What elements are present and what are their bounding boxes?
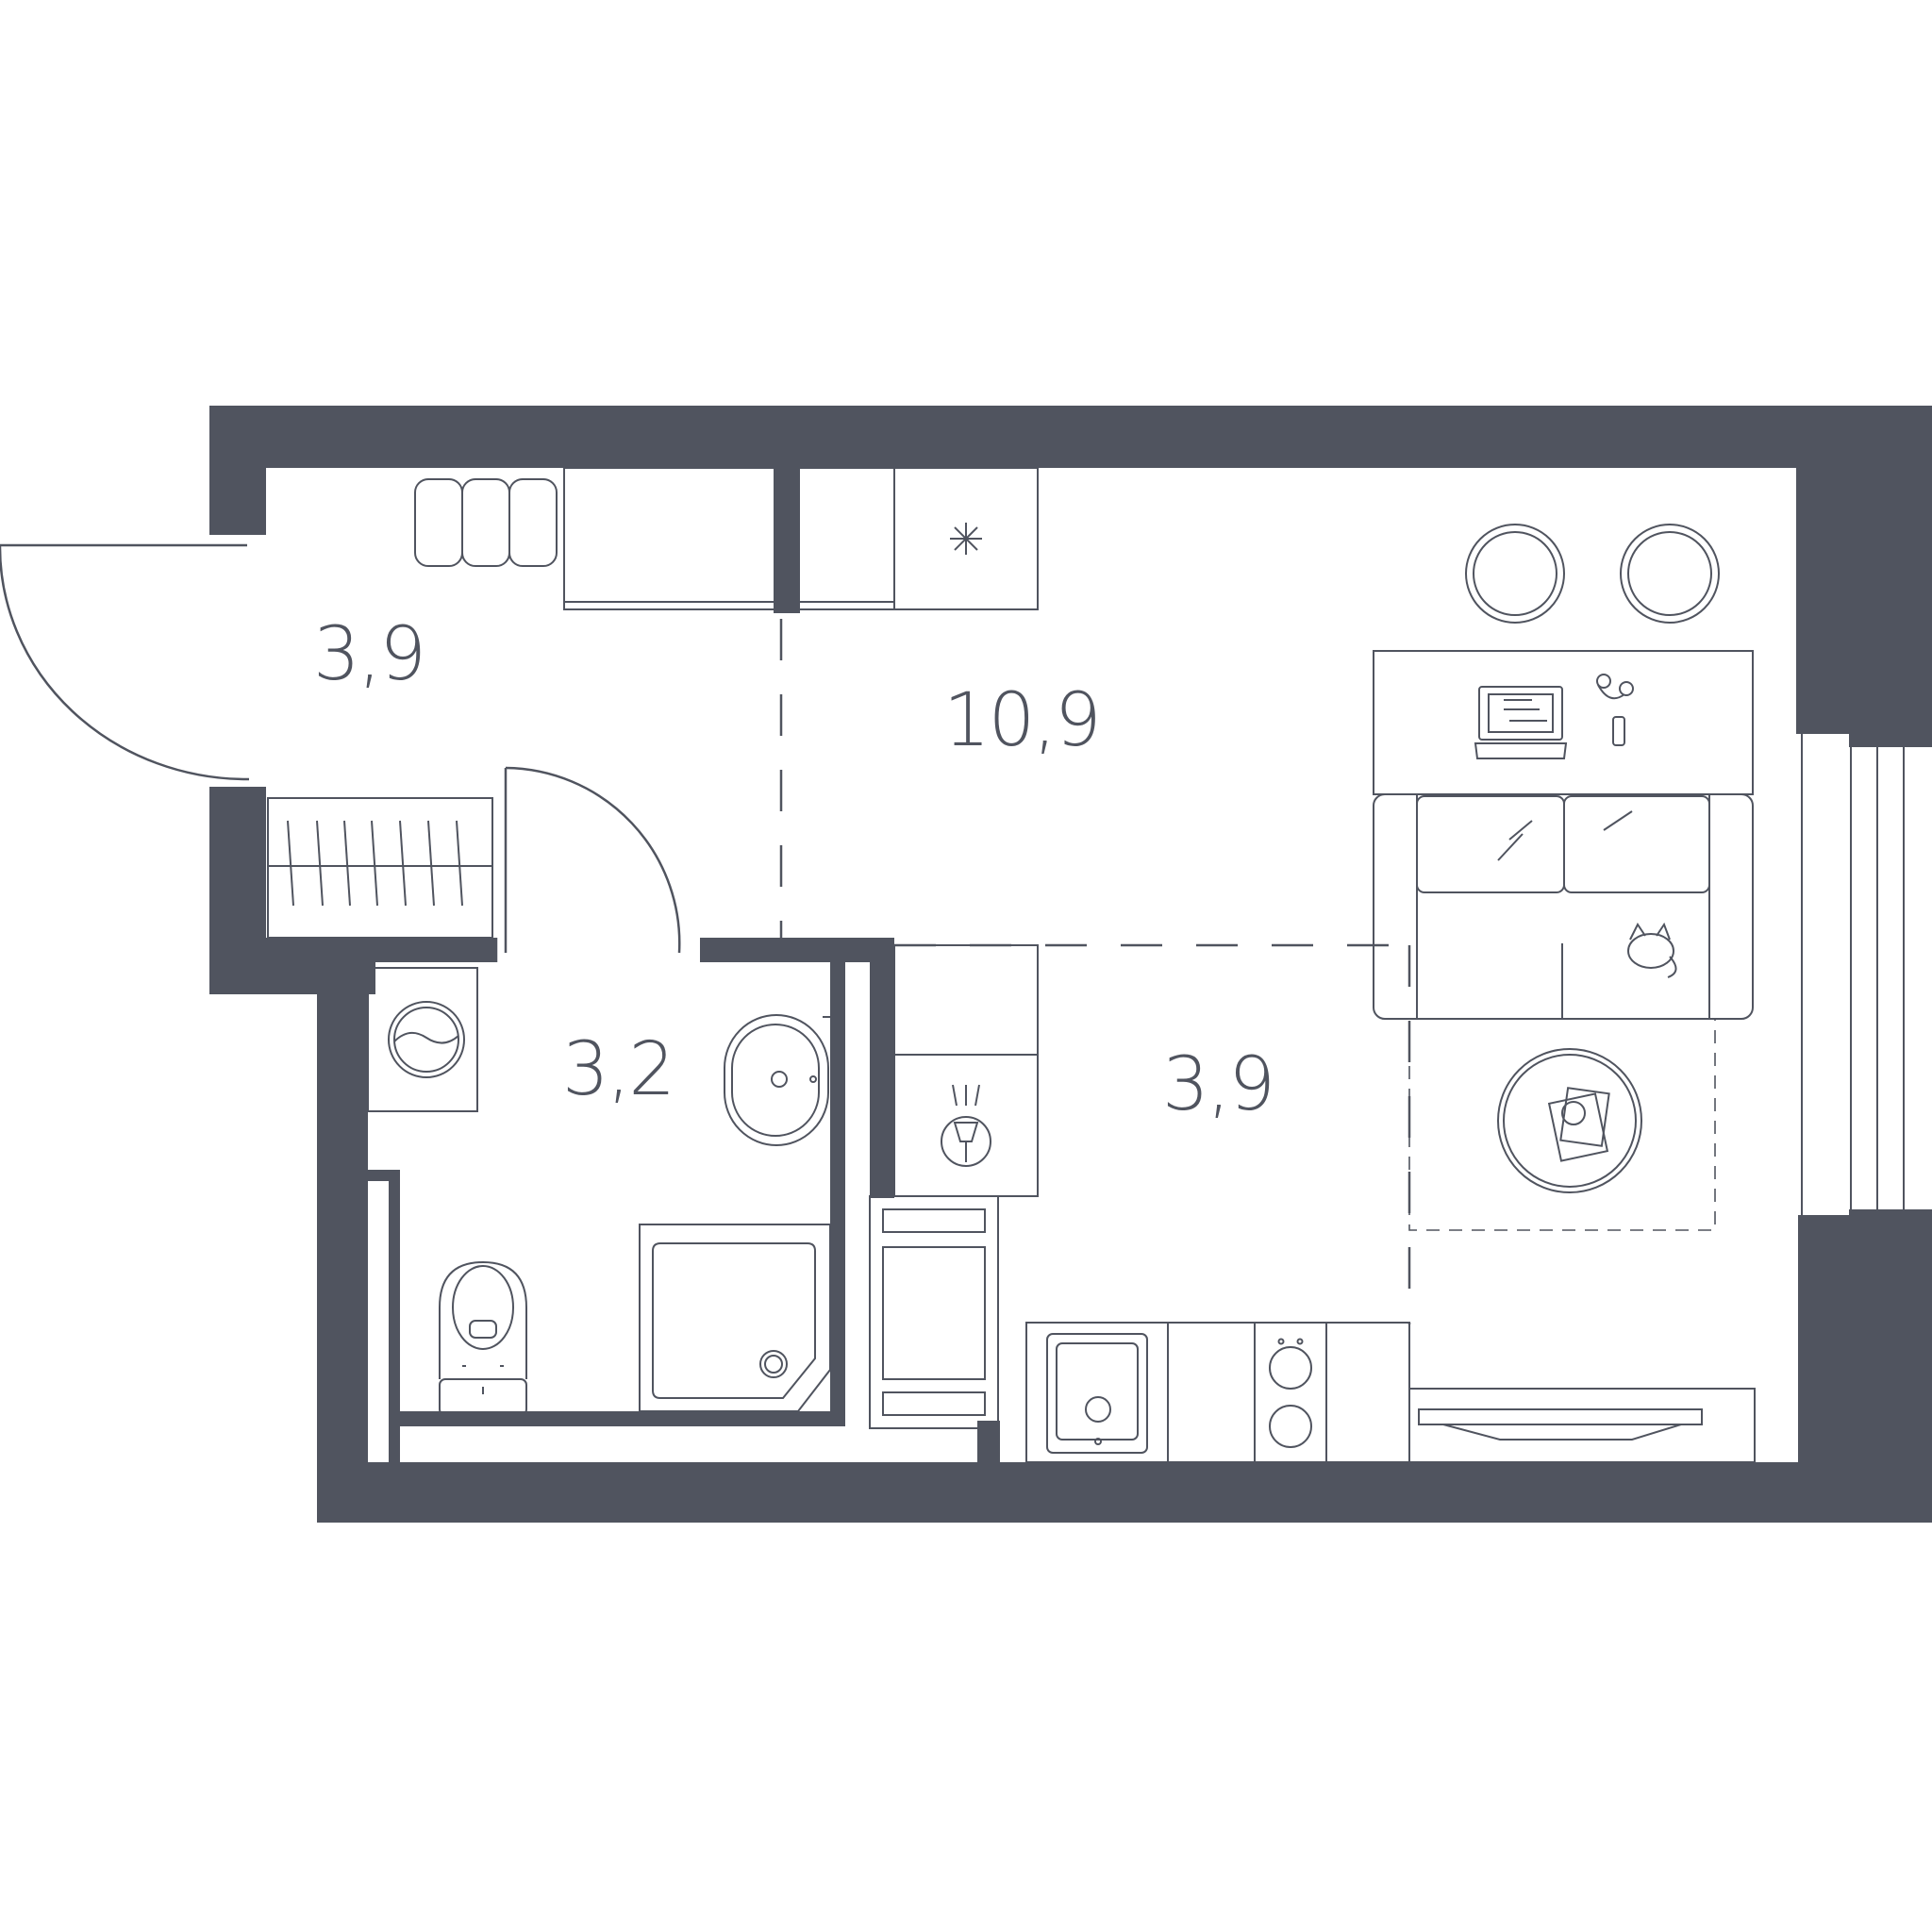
doors <box>0 543 681 962</box>
kitchen-area-label: 3,9 <box>1162 1042 1274 1127</box>
wash-basin-icon <box>724 1014 830 1146</box>
headphones-icon <box>1596 674 1634 746</box>
bathroom-area-label: 3,2 <box>562 1027 674 1112</box>
stool-1 <box>1465 524 1565 624</box>
shower-tray-icon <box>639 1224 831 1412</box>
hanger <box>287 820 294 907</box>
entrance-door-swing <box>0 545 250 781</box>
sofa-cushion-1 <box>1416 795 1565 893</box>
stool-2-inner <box>1627 531 1712 616</box>
walls <box>209 406 1932 1523</box>
wall-top <box>209 406 1932 468</box>
toilet-icon <box>439 1260 527 1416</box>
laptop-icon <box>1474 686 1568 759</box>
kitchen-sink-icon <box>1046 1333 1148 1454</box>
washing-machine-icon <box>367 967 478 1112</box>
wall-bath-right-outer <box>870 938 894 1198</box>
living-furniture <box>893 467 1756 1463</box>
coffee-table <box>1497 1048 1642 1193</box>
hanger <box>399 820 407 907</box>
pouf-seat-2 <box>461 478 510 567</box>
wall-bath-bottom <box>392 1411 845 1426</box>
window <box>1801 734 1905 1215</box>
stool-1-inner <box>1473 531 1557 616</box>
wall-right-lower-step <box>1849 1209 1932 1221</box>
coffee-table-inner <box>1503 1054 1637 1188</box>
pouf-seat-1 <box>414 478 463 567</box>
living-room-area-label: 10,9 <box>943 678 1100 763</box>
cooktop-icon <box>1254 1322 1327 1463</box>
snowflake-icon <box>950 523 982 555</box>
fridge <box>893 467 1039 610</box>
tv-icon <box>1418 1408 1703 1441</box>
hanger <box>316 820 324 907</box>
sofa <box>1373 793 1754 1020</box>
coat-rack <box>267 797 493 939</box>
sofa-cushion-2 <box>1563 795 1710 893</box>
room-labels: 3,9 10,9 3,2 3,9 <box>313 612 1275 1127</box>
countertop <box>1025 1322 1410 1463</box>
hall-furniture <box>267 467 895 939</box>
kitchen-furniture <box>869 944 1410 1463</box>
hanger <box>343 820 351 907</box>
hallway-area-label: 3,9 <box>313 612 425 697</box>
hanger <box>427 820 435 907</box>
stool-2 <box>1620 524 1720 624</box>
hanger <box>456 820 463 907</box>
coffee-machine-icon <box>941 1084 991 1167</box>
wall-left-lower <box>317 991 368 1523</box>
wall-bath-right-inner <box>830 949 845 1426</box>
wall-partition-top <box>774 468 800 613</box>
wall-bath-left-inner <box>389 1170 400 1474</box>
wall-bath-left-inner-cap <box>366 1170 400 1181</box>
magazines-icon <box>1547 1087 1610 1162</box>
cat-icon <box>1627 922 1677 978</box>
wall-right-upper <box>1796 406 1932 734</box>
wall-bath-top-right <box>700 938 894 962</box>
rug <box>1408 1018 1716 1231</box>
wall-right-upper-step <box>1849 726 1932 747</box>
wall-left-middle-cap <box>209 938 375 994</box>
wardrobe <box>563 467 895 610</box>
bathroom-door-swing <box>505 766 681 954</box>
wall-bath-top-left <box>366 938 496 962</box>
tall-cabinet <box>869 1195 999 1429</box>
bath-fixtures <box>367 967 831 1416</box>
hanger <box>371 820 378 907</box>
wall-left-upper <box>209 406 266 535</box>
pouf-seat-3 <box>508 478 558 567</box>
wall-bottom <box>317 1462 1932 1523</box>
